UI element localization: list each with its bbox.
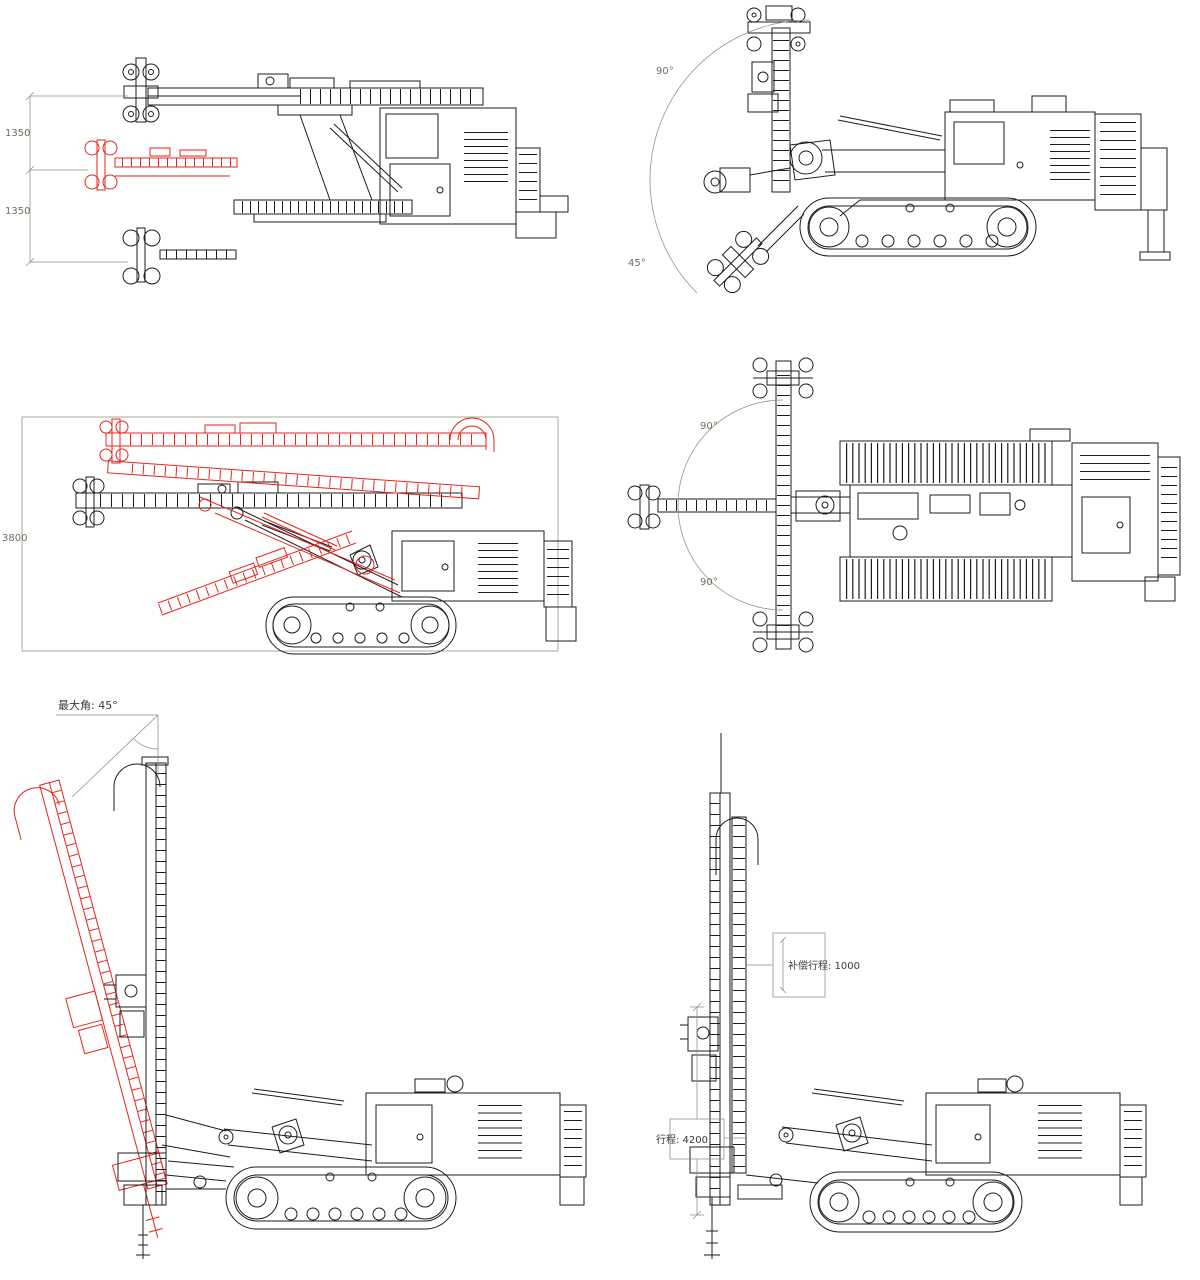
boom xyxy=(165,1088,373,1190)
radiator xyxy=(1119,1104,1147,1206)
boom-black xyxy=(230,506,403,598)
dim-height-label: 3800 xyxy=(2,533,27,544)
view-fold-positions: 3800 xyxy=(2,416,577,655)
angle-lower-label: 90° xyxy=(700,577,718,588)
mast-anchor-front xyxy=(122,57,160,123)
view-mast-lift-range: 1350 1350 xyxy=(5,57,569,285)
mast-carriage xyxy=(277,104,373,201)
clamp-and-drill-rod xyxy=(117,1152,167,1259)
anchor-link xyxy=(765,213,805,253)
mast-vertical xyxy=(709,733,759,1206)
drill-mast-horizontal xyxy=(147,80,484,106)
machine-body xyxy=(925,1075,1121,1176)
dimension-lift-range: 1350 1350 xyxy=(5,91,128,267)
mast-horizontal-black xyxy=(72,476,463,528)
engine-block-plan xyxy=(1029,428,1181,602)
anchor-link xyxy=(757,205,799,247)
max-angle-label: 最大角: 45° xyxy=(58,698,118,712)
stroke-dim: 行程: 4200 xyxy=(656,1002,746,1220)
boom-plan xyxy=(791,490,850,522)
crawler-track xyxy=(799,197,1037,257)
boom-link-red xyxy=(167,1160,235,1168)
view-mast-swing-side: 90° 45° xyxy=(628,5,1171,294)
boom-folded xyxy=(233,123,413,223)
mast-positions-red xyxy=(99,417,495,616)
carrier-plan xyxy=(839,440,1073,602)
crawler-track xyxy=(265,596,457,655)
dim-lower-label: 1350 xyxy=(5,206,30,217)
mast-raised-vertical xyxy=(746,5,811,193)
rotary-head-carriage xyxy=(680,1016,719,1082)
angle-upper-label: 90° xyxy=(656,66,674,77)
rotary-head-carriage xyxy=(104,974,147,1038)
angle-lower-label: 45° xyxy=(628,258,646,269)
machine-body xyxy=(365,1075,561,1176)
view-max-tilt: 最大角: 45° xyxy=(13,698,587,1259)
compensation-stroke-label: 补偿行程: 1000 xyxy=(788,959,860,972)
bounding-box: 3800 xyxy=(2,416,559,652)
mast-anchor-left xyxy=(627,484,777,530)
boom xyxy=(737,1088,933,1200)
mast-ghost-low xyxy=(122,227,237,285)
radiator xyxy=(1094,113,1171,261)
mast-vertical xyxy=(113,756,169,1206)
boom-and-pivot xyxy=(703,115,945,194)
view-mast-strokes: 补偿行程: 1000 行程: 4200 xyxy=(656,733,1147,1259)
crawler-track xyxy=(809,1171,1023,1233)
stroke-label: 行程: 4200 xyxy=(656,1133,708,1146)
radiator xyxy=(543,540,577,642)
clamp-and-drill-rod xyxy=(689,1146,735,1259)
slew-arcs: 90° 90° xyxy=(677,399,784,611)
view-plan-slew-range: 90° 90° xyxy=(627,357,1181,653)
mast-ghost-tilted xyxy=(13,779,168,1239)
compensation-stroke-dim: 补偿行程: 1000 xyxy=(746,932,860,998)
machine-body xyxy=(379,107,517,225)
rotary-head xyxy=(257,73,335,89)
radiator xyxy=(515,147,569,239)
crawler-track xyxy=(225,1166,457,1230)
dim-upper-label: 1350 xyxy=(5,128,30,139)
radiator xyxy=(559,1104,587,1206)
swing-arc: 90° 45° xyxy=(628,19,811,294)
mast-ghost-middle xyxy=(84,139,238,191)
tilt-angle-annotation: 最大角: 45° xyxy=(56,698,159,798)
angle-upper-label: 90° xyxy=(700,421,718,432)
machine-body xyxy=(391,530,545,602)
boom-link-red xyxy=(161,1144,231,1158)
mast-plan-vertical xyxy=(752,357,814,653)
mast-anchor-tilted-45 xyxy=(706,230,770,294)
